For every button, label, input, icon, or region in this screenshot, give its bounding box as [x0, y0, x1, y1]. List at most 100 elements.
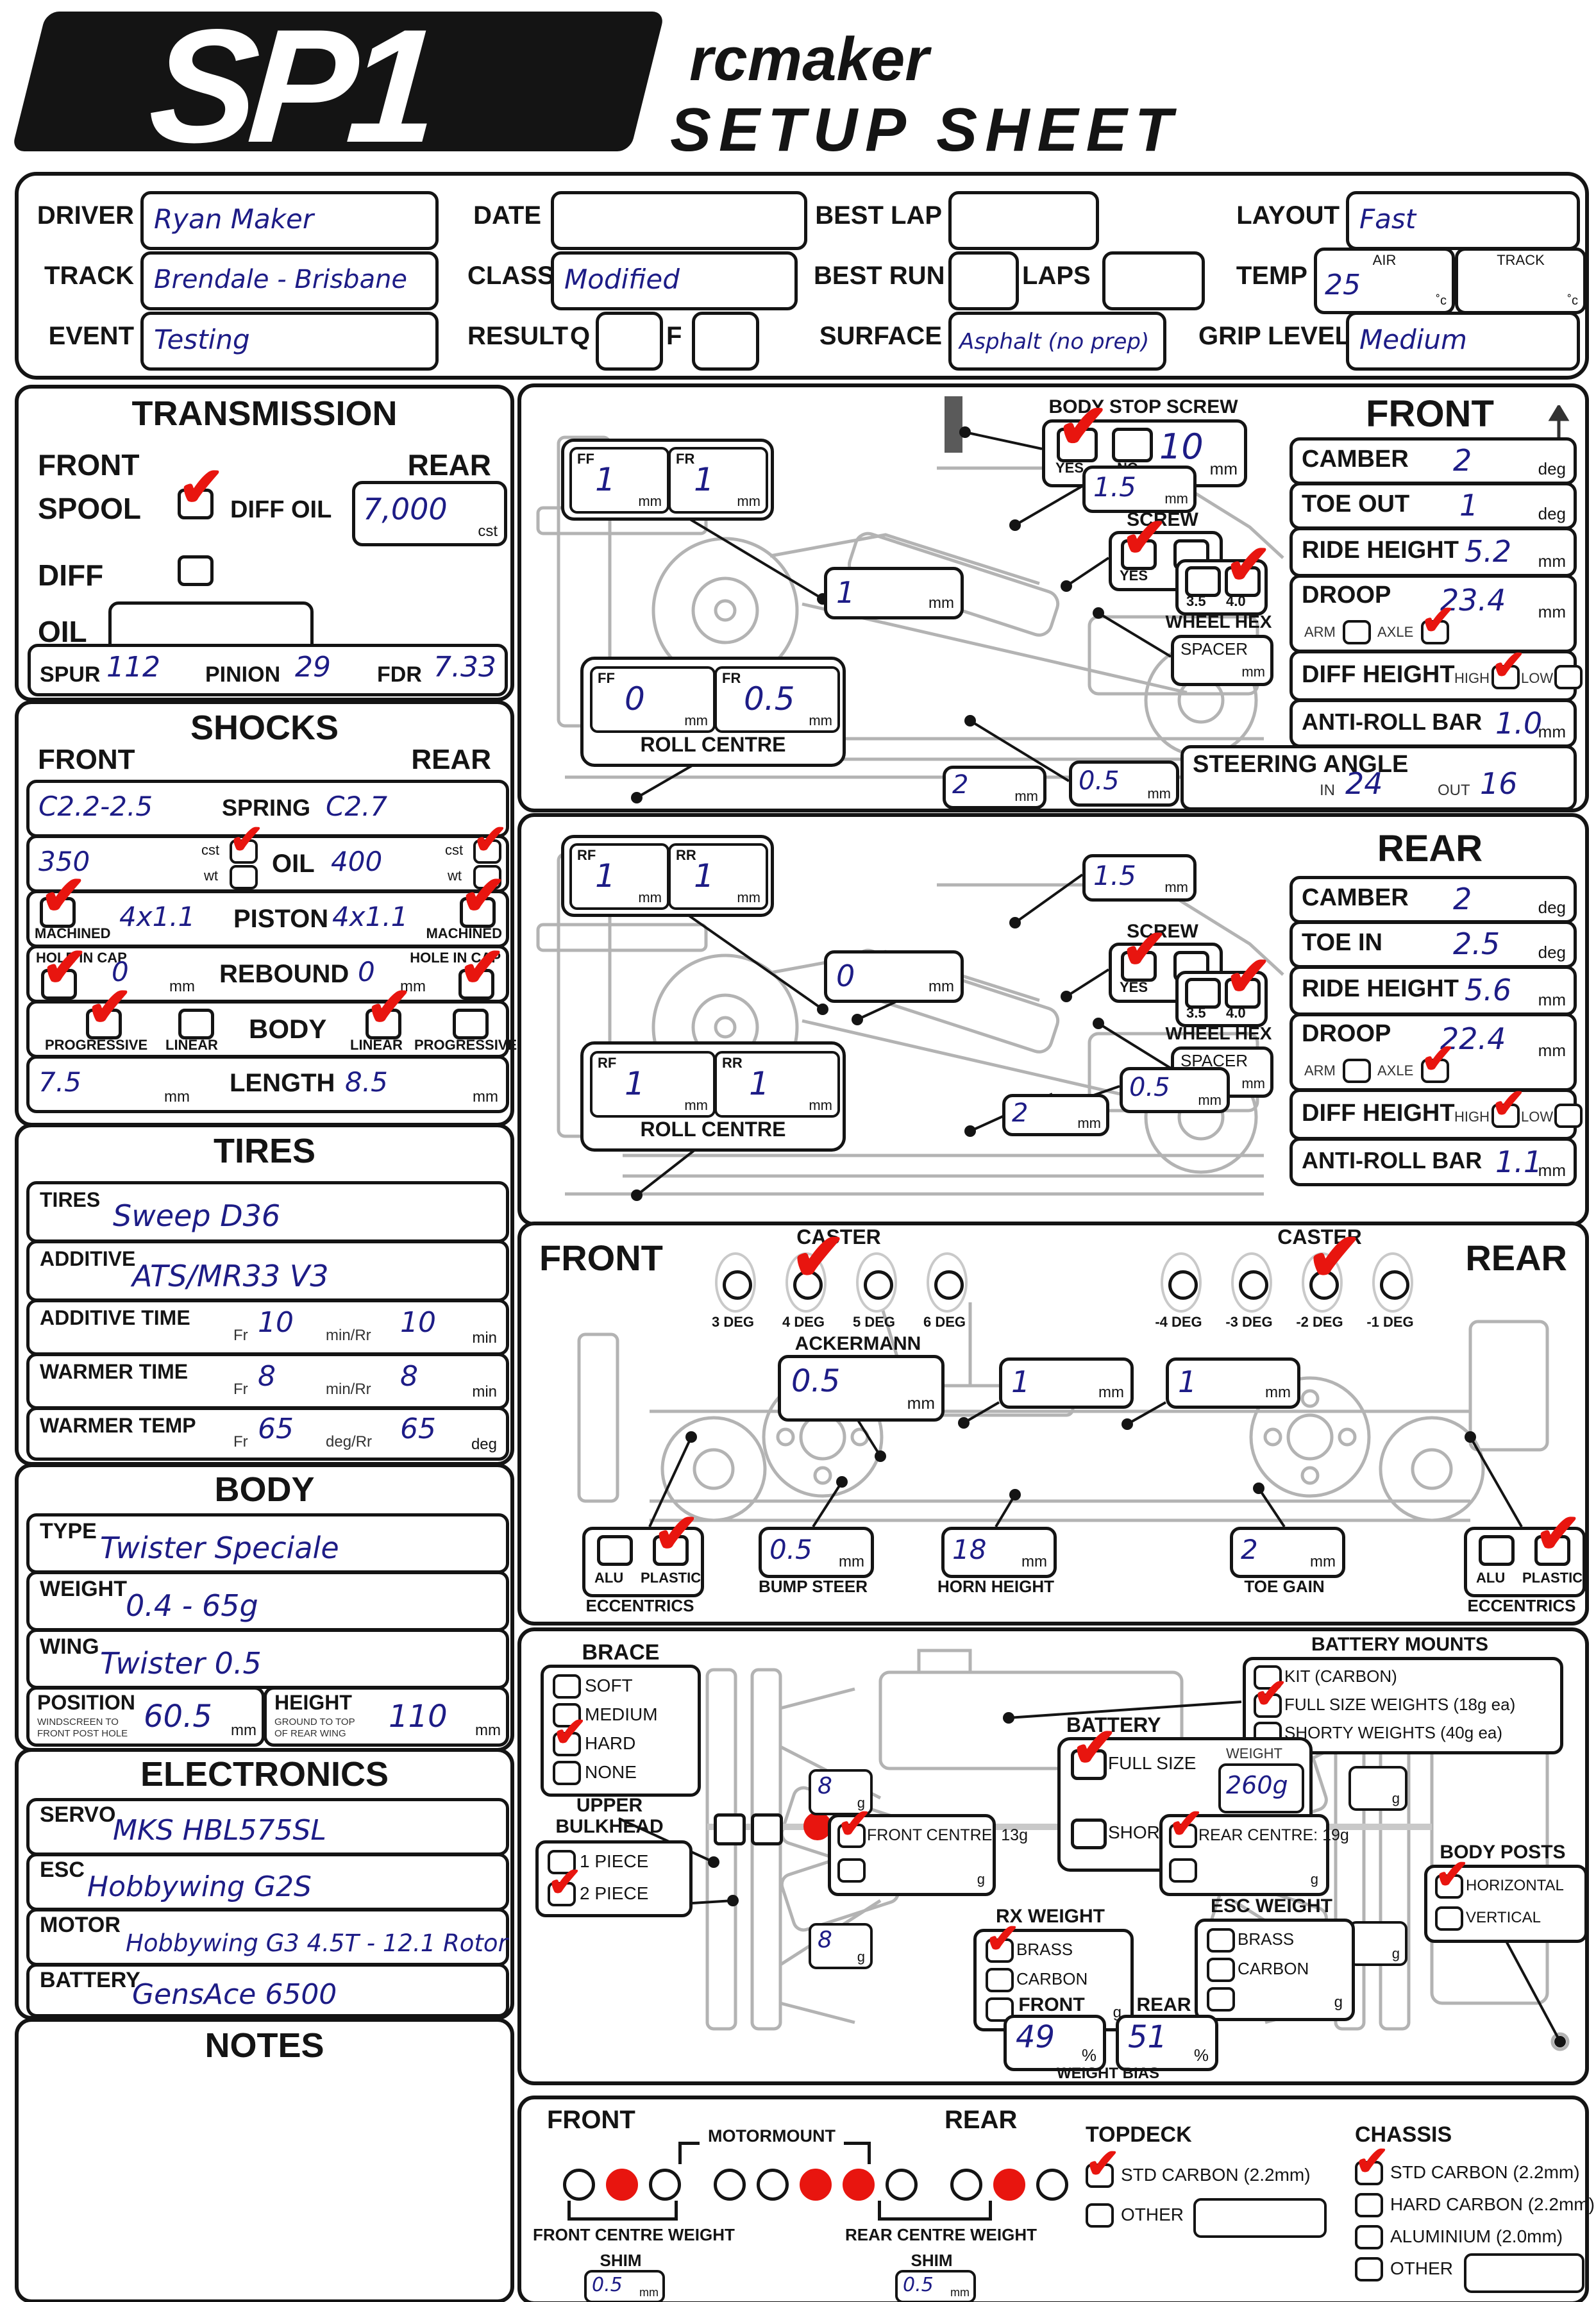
battery-fullsize-checkbox[interactable]: ✔ [1071, 1720, 1118, 1780]
temp-track-field[interactable]: TRACK ˚c [1455, 248, 1586, 314]
horn-height-field[interactable]: 18 mm [941, 1527, 1057, 1578]
rear-low-left-field[interactable]: 2 mm [1002, 1094, 1109, 1136]
motor-field[interactable]: MOTOR Hobbywing G3 4.5T - 12.1 Rotor [26, 1908, 509, 1966]
topdeck-other-checkbox[interactable] [1086, 2203, 1114, 2228]
oil-rear-wt-checkbox[interactable] [473, 865, 501, 889]
body-posts-field[interactable]: ✔ HORIZONTAL VERTICAL [1424, 1854, 1588, 1943]
front-screw-yes-checkbox[interactable]: ✔ [1121, 510, 1168, 570]
shock-oil-row[interactable]: 350 cst ✔ wt OIL 400 cst ✔ wt [26, 819, 509, 893]
centerline-slot[interactable] [714, 1813, 746, 1845]
rear-arm-shim-rf-field[interactable]: RF 1 mm [569, 843, 669, 910]
mount-dot-6[interactable] [800, 2169, 832, 2201]
rear-eccentrics-alu-checkbox[interactable] [1479, 1535, 1515, 1566]
shock-rebound-row[interactable]: HOLE IN CAP ✔ 0 mm REBOUND 0 mm HOLE IN … [26, 940, 509, 1003]
toe-gain-field[interactable]: 2 mm [1230, 1527, 1345, 1578]
track-field[interactable]: Brendale - Brisbane [140, 251, 439, 310]
front-centre-weight-field[interactable]: ✔ FRONT CENTRE: 13g g [828, 1803, 1028, 1896]
rear-screw-yes-checkbox[interactable]: ✔ [1121, 922, 1168, 982]
front-upper-shim-field[interactable]: 1.5 mm [1082, 466, 1197, 513]
result-q-field[interactable] [596, 312, 663, 371]
rear-upper-shim-field[interactable]: 1.5 mm [1082, 854, 1197, 902]
caster-rear-shim-field[interactable]: 1 mm [1166, 1357, 1300, 1409]
battery-shorty-checkbox[interactable] [1071, 1819, 1107, 1849]
rear-arm-shim-rr-field[interactable]: RR 1 mm [668, 843, 768, 910]
tires-field[interactable]: TIRES Sweep D36 [26, 1181, 509, 1243]
front-droop-arm-checkbox[interactable] [1343, 620, 1371, 644]
front-roll-centre-fr-field[interactable]: FR 0.5 mm [714, 666, 840, 733]
front-roll-centre-ff-field[interactable]: FF 0 mm [590, 666, 716, 733]
front-diff-height-field[interactable]: DIFF HEIGHT HIGH ✔ LOW [1289, 644, 1583, 702]
caster-rear-option-2[interactable]: -3 DEG [1217, 1252, 1281, 1336]
oil-front-wt-checkbox[interactable] [230, 865, 258, 889]
rebound-front-hole-checkbox[interactable]: ✔ [41, 940, 88, 1000]
diff-oil-field[interactable]: 7,000 cst [352, 481, 507, 546]
body-rear-linear-checkbox[interactable]: ✔ [365, 980, 412, 1039]
body-posts-horizontal-checkbox[interactable]: ✔ [1435, 1854, 1470, 1899]
event-field[interactable]: Testing [140, 312, 439, 371]
body-front-progressive-checkbox[interactable]: ✔ [86, 980, 133, 1039]
surface-field[interactable]: Asphalt (no prep) [948, 312, 1166, 371]
rear-low-right-field[interactable]: 0.5 mm [1120, 1067, 1230, 1113]
chassis-std-checkbox[interactable]: ✔ [1355, 2140, 1390, 2185]
front-eccentrics-field[interactable]: ✔ ALU PLASTIC [582, 1506, 704, 1597]
topdeck-other-field[interactable] [1193, 2198, 1327, 2238]
caster-front-option-4[interactable]: 6 DEG [912, 1252, 977, 1336]
mount-dot-7[interactable] [843, 2169, 875, 2201]
esc-brass-checkbox[interactable] [1207, 1928, 1235, 1953]
bump-steer-field[interactable]: 0.5 mm [759, 1527, 874, 1578]
rx-weight-field[interactable]: ✔ BRASS CARBON g [973, 1918, 1134, 2031]
additive-time-field[interactable]: ADDITIVE TIME Fr 10 min/Rr 10 min [26, 1299, 509, 1356]
diff-checkbox[interactable] [178, 555, 214, 586]
esc-extra-checkbox[interactable] [1207, 1987, 1235, 2012]
rear-arb-field[interactable]: ANTI-ROLL BAR 1.1 mm [1289, 1138, 1577, 1186]
rear-shim-field[interactable]: 0.5 mm [895, 2270, 976, 2302]
body-stop-no-checkbox[interactable] [1112, 428, 1153, 462]
grip-level-field[interactable]: Medium [1346, 312, 1580, 371]
front-hex-35-checkbox[interactable] [1185, 566, 1221, 597]
mounts-fullsize-checkbox[interactable]: ✔ [1254, 1673, 1288, 1718]
body-posts-vertical-checkbox[interactable] [1435, 1906, 1463, 1931]
rear-droop-arm-checkbox[interactable] [1343, 1059, 1371, 1083]
ackermann-field[interactable]: 0.5 mm [778, 1355, 945, 1422]
front-low-left-field[interactable]: 2 mm [943, 766, 1046, 809]
esc-weight-field[interactable]: BRASS CARBON g [1195, 1919, 1355, 2021]
front-low-right-field[interactable]: 0.5 mm [1069, 760, 1179, 807]
rear-centre-checkbox[interactable]: ✔ [1169, 1803, 1204, 1848]
front-bottom-weight-field[interactable]: 8 g [809, 1923, 873, 1969]
rear-droop-field[interactable]: DROOP 22.4 mm ARM AXLE ✔ [1289, 1013, 1577, 1091]
front-diff-low-checkbox[interactable] [1554, 665, 1583, 689]
front-eccentrics-alu-checkbox[interactable] [597, 1535, 633, 1566]
right-bottom-weight-field[interactable]: g [1348, 1921, 1407, 1966]
rear-droop-axle-checkbox[interactable]: ✔ [1421, 1038, 1456, 1083]
piston-front-machined-checkbox[interactable]: ✔ [40, 868, 87, 928]
front-centre-checkbox[interactable]: ✔ [837, 1803, 872, 1848]
front-shim-field[interactable]: 0.5 mm [584, 2270, 665, 2302]
body-type-field[interactable]: TYPE Twister Speciale [26, 1513, 509, 1574]
rx-extra-checkbox[interactable] [986, 1997, 1014, 2022]
front-toe-field[interactable]: TOE OUT 1 deg [1289, 482, 1577, 530]
brace-medium-checkbox[interactable] [553, 1703, 581, 1727]
shock-length-row[interactable]: 7.5 mm LENGTH 8.5 mm [26, 1055, 509, 1113]
weight-bias-front-field[interactable]: 49 % [1004, 2015, 1106, 2071]
front-center-shim-field[interactable]: 1 mm [824, 567, 964, 619]
mount-dot-1[interactable] [563, 2169, 595, 2201]
warmer-temp-field[interactable]: WARMER TEMP Fr 65 deg/Rr 65 deg [26, 1407, 509, 1461]
date-field[interactable] [551, 191, 807, 250]
front-diff-high-checkbox[interactable]: ✔ [1491, 644, 1526, 689]
gearing-field[interactable]: SPUR 112 PINION 29 FDR 7.33 [28, 644, 508, 696]
caster-front-shim-field[interactable]: 1 mm [999, 1357, 1134, 1409]
chassis-other-checkbox[interactable] [1355, 2257, 1383, 2281]
result-f-field[interactable] [692, 312, 759, 371]
body-rear-progressive-checkbox[interactable] [453, 1009, 489, 1039]
rear-roll-centre-rf-field[interactable]: RF 1 mm [590, 1051, 716, 1118]
chassis-alu-checkbox[interactable] [1355, 2225, 1383, 2249]
brace-hard-checkbox[interactable]: ✔ [553, 1711, 587, 1756]
mount-dot-9[interactable] [950, 2169, 982, 2201]
centerline-slot[interactable] [751, 1813, 783, 1845]
front-top-weight-field[interactable]: 8 g [809, 1769, 873, 1815]
mount-dot-4[interactable] [714, 2169, 746, 2201]
rear-diff-height-field[interactable]: DIFF HEIGHT HIGH ✔ LOW [1289, 1083, 1583, 1140]
rear-ride-height-field[interactable]: RIDE HEIGHT 5.6 mm [1289, 966, 1577, 1016]
brace-soft-checkbox[interactable] [553, 1674, 581, 1699]
layout-field[interactable]: Fast [1346, 191, 1580, 250]
